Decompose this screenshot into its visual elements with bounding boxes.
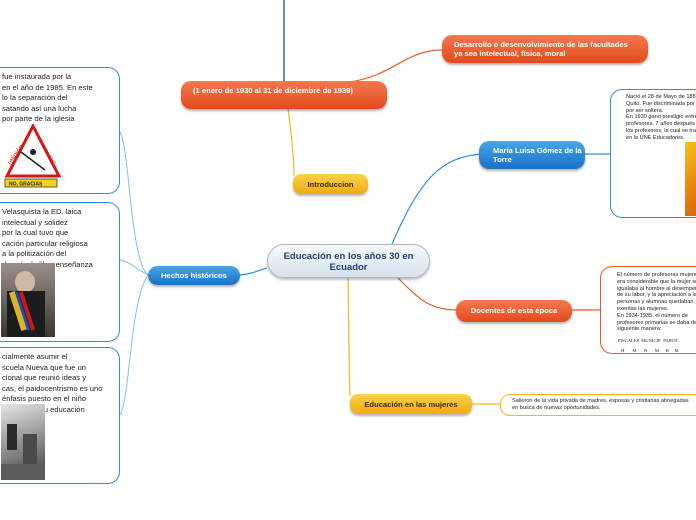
religion-school-sign-icon: religión en la escuela? NO, GRACIAS bbox=[1, 124, 61, 188]
table-header: PARTIC. bbox=[662, 336, 681, 346]
topic-introduccion[interactable]: Introduccion bbox=[293, 174, 368, 194]
topic-hechos[interactable]: Hechos históricos bbox=[148, 266, 240, 285]
table-subheader: H bbox=[617, 346, 629, 354]
president-portrait-image bbox=[1, 263, 55, 337]
topic-period[interactable]: (1 enero de 1930 al 31 de diciembre de 1… bbox=[181, 81, 387, 109]
table-subheader: M bbox=[651, 346, 662, 354]
docentes-table: FISCALES MUNICIP. PARTIC. H M H M H M 34… bbox=[617, 336, 681, 354]
topic-hechos-label: Hechos históricos bbox=[161, 271, 227, 280]
hechos-box-3: cialmente asumir el scuela Nueva que fue… bbox=[0, 347, 120, 484]
topic-period-label: (1 enero de 1930 al 31 de diciembre de 1… bbox=[193, 86, 353, 95]
topic-desarrollo-label: Desarrollo o desenvolvimiento de las fac… bbox=[454, 40, 628, 58]
mujeres-detail-text: Salieron de la vida privada de madres, e… bbox=[512, 398, 692, 412]
docentes-detail-box: El número de profesoras mujeres era cons… bbox=[600, 266, 696, 354]
table-header: FISCALES bbox=[617, 336, 640, 346]
historical-photo-image bbox=[1, 404, 45, 480]
hechos-box-2-text: Velasquista la ED. laica intelectual y s… bbox=[2, 207, 119, 271]
hechos-box-1-text: fue instaurada por la en el año de 1985.… bbox=[2, 72, 119, 125]
docentes-detail-text: El número de profesoras mujeres era cons… bbox=[617, 272, 696, 333]
table-header: MUNICIP. bbox=[640, 336, 662, 346]
maria-detail-box: Nació el 28 de Mayo de 1887 en Quito. Fu… bbox=[610, 89, 696, 218]
maria-portrait-image bbox=[685, 142, 696, 216]
central-topic-label: Educación en los años 30 en Ecuador bbox=[284, 251, 414, 273]
mujeres-detail-box: Salieron de la vida privada de madres, e… bbox=[500, 394, 696, 416]
hechos-box-2: Velasquista la ED. laica intelectual y s… bbox=[0, 202, 120, 342]
sign-bottom-text: NO, GRACIAS bbox=[9, 182, 43, 188]
topic-docentes[interactable]: Docentes de esta época bbox=[456, 300, 572, 322]
hechos-box-1: fue instaurada por la en el año de 1985.… bbox=[0, 67, 120, 194]
topic-docentes-label: Docentes de esta época bbox=[471, 306, 558, 315]
table-subheader: M bbox=[672, 346, 681, 354]
topic-mujeres-label: Educación en las mujeres bbox=[364, 400, 457, 409]
topic-maria-luisa-label: María Luisa Gómez de la Torre bbox=[493, 146, 582, 164]
table-subheader: M bbox=[629, 346, 641, 354]
topic-introduccion-label: Introduccion bbox=[308, 180, 354, 189]
topic-maria-luisa[interactable]: María Luisa Gómez de la Torre bbox=[479, 141, 585, 169]
central-topic[interactable]: Educación en los años 30 en Ecuador bbox=[267, 244, 430, 278]
maria-detail-text: Nació el 28 de Mayo de 1887 en Quito. Fu… bbox=[626, 94, 696, 142]
topic-desarrollo[interactable]: Desarrollo o desenvolvimiento de las fac… bbox=[442, 35, 648, 63]
topic-mujeres[interactable]: Educación en las mujeres bbox=[350, 394, 472, 414]
table-subheader: H bbox=[662, 346, 672, 354]
table-subheader: H bbox=[640, 346, 651, 354]
